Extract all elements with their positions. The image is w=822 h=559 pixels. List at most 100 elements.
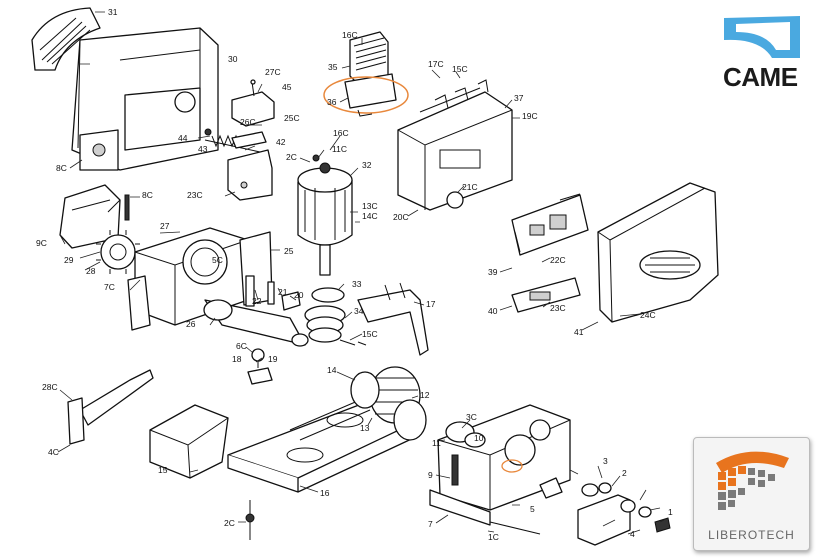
label-7: 7 bbox=[428, 519, 433, 529]
label-17: 17 bbox=[426, 299, 436, 309]
came-logo-text: CAME bbox=[723, 62, 798, 92]
label-17C: 17C bbox=[428, 59, 444, 69]
board-housing-37-part bbox=[397, 79, 513, 211]
liberotech-logo-text: LIBEROTECH bbox=[708, 528, 795, 542]
label-31: 31 bbox=[108, 7, 118, 17]
label-22: 22 bbox=[252, 296, 262, 306]
label-3: 3 bbox=[603, 456, 608, 466]
label-22C: 22C bbox=[550, 255, 566, 265]
bracket-42-part bbox=[227, 131, 273, 201]
gear-29-part bbox=[96, 230, 140, 274]
label-8C-a: 8C bbox=[56, 163, 67, 173]
cover-41-part bbox=[597, 182, 719, 323]
liberotech-logo: LIBEROTECH bbox=[693, 437, 810, 551]
label-16C-b: 16C bbox=[333, 128, 349, 138]
label-19: 19 bbox=[268, 354, 278, 364]
label-26C: 26C bbox=[240, 117, 256, 127]
release-lever-part bbox=[67, 369, 154, 445]
label-40: 40 bbox=[488, 306, 498, 316]
label-24C: 24C bbox=[640, 310, 656, 320]
label-5: 5 bbox=[530, 504, 535, 514]
shaft-assembly-part bbox=[203, 275, 309, 347]
label-28C: 28C bbox=[42, 382, 58, 392]
label-43: 43 bbox=[198, 144, 208, 154]
label-19C: 19C bbox=[522, 111, 538, 121]
label-2: 2 bbox=[622, 468, 627, 478]
label-20C: 20C bbox=[393, 212, 409, 222]
label-15C-b: 15C bbox=[452, 64, 468, 74]
label-27C: 27C bbox=[265, 67, 281, 77]
label-33: 33 bbox=[352, 279, 362, 289]
bracket-17-part bbox=[357, 282, 429, 356]
leader-lines bbox=[57, 11, 665, 535]
label-4: 4 bbox=[630, 529, 635, 539]
label-29: 29 bbox=[64, 255, 74, 265]
cover-cap-part bbox=[31, 7, 101, 71]
label-37: 37 bbox=[514, 93, 524, 103]
label-28: 28 bbox=[86, 266, 96, 276]
liberotech-logo-icon bbox=[716, 451, 789, 510]
label-35: 35 bbox=[328, 62, 338, 72]
label-13C: 13C bbox=[362, 201, 378, 211]
label-32: 32 bbox=[362, 160, 372, 170]
label-16C: 16C bbox=[342, 30, 358, 40]
label-44: 44 bbox=[178, 133, 188, 143]
nut-18-19-part bbox=[247, 348, 273, 385]
pulley-33-34-part bbox=[304, 287, 367, 346]
label-8C-b: 8C bbox=[142, 190, 153, 200]
label-26: 26 bbox=[186, 319, 196, 329]
label-6C: 6C bbox=[236, 341, 247, 351]
bracket-45-part bbox=[231, 79, 275, 127]
label-11: 11 bbox=[432, 438, 441, 448]
lock-parts bbox=[539, 477, 671, 546]
label-9C: 9C bbox=[36, 238, 47, 248]
label-30: 30 bbox=[228, 54, 238, 64]
label-12: 12 bbox=[420, 390, 430, 400]
transformer-part bbox=[323, 31, 409, 117]
label-42: 42 bbox=[276, 137, 286, 147]
label-1: 1 bbox=[668, 507, 673, 517]
label-21C: 21C bbox=[462, 182, 478, 192]
label-14: 14 bbox=[327, 365, 337, 375]
label-5C: 5C bbox=[212, 255, 223, 265]
label-4C: 4C bbox=[48, 447, 59, 457]
label-41: 41 bbox=[574, 327, 584, 337]
motor-32-part bbox=[297, 154, 353, 276]
label-2C-a: 2C bbox=[286, 152, 297, 162]
label-16: 16 bbox=[320, 488, 330, 498]
label-15: 15 bbox=[158, 465, 168, 475]
label-10: 10 bbox=[474, 433, 484, 443]
label-7C: 7C bbox=[104, 282, 115, 292]
cover-15-part bbox=[149, 404, 229, 479]
part-labels: 31 30 27C 45 26C 25C 44 43 42 8C 23C 8C … bbox=[36, 7, 673, 542]
label-45: 45 bbox=[282, 82, 292, 92]
cover-part bbox=[71, 27, 219, 171]
label-11C: 11C bbox=[332, 144, 347, 154]
gear-3c-part bbox=[445, 421, 486, 448]
came-logo-icon bbox=[724, 16, 800, 58]
label-34: 34 bbox=[354, 306, 364, 316]
label-21: 21 bbox=[278, 287, 288, 297]
highlight-ellipse bbox=[323, 76, 409, 114]
label-18: 18 bbox=[232, 354, 242, 364]
label-25: 25 bbox=[284, 246, 294, 256]
label-2C-b: 2C bbox=[224, 518, 235, 528]
label-36: 36 bbox=[327, 97, 337, 107]
label-20: 20 bbox=[294, 290, 304, 300]
label-15C: 15C bbox=[362, 329, 378, 339]
pulley-14-part bbox=[350, 371, 380, 409]
label-13: 13 bbox=[360, 423, 370, 433]
label-1C: 1C bbox=[488, 532, 499, 542]
circuit-board-40-part bbox=[511, 277, 581, 313]
label-39: 39 bbox=[488, 267, 498, 277]
label-3C: 3C bbox=[466, 412, 477, 422]
label-23C-b: 23C bbox=[550, 303, 566, 313]
circuit-board-39-part bbox=[511, 193, 589, 256]
label-9: 9 bbox=[428, 470, 433, 480]
label-23C: 23C bbox=[187, 190, 203, 200]
label-14C: 14C bbox=[362, 211, 378, 221]
label-25C: 25C bbox=[284, 113, 300, 123]
label-27: 27 bbox=[160, 221, 170, 231]
